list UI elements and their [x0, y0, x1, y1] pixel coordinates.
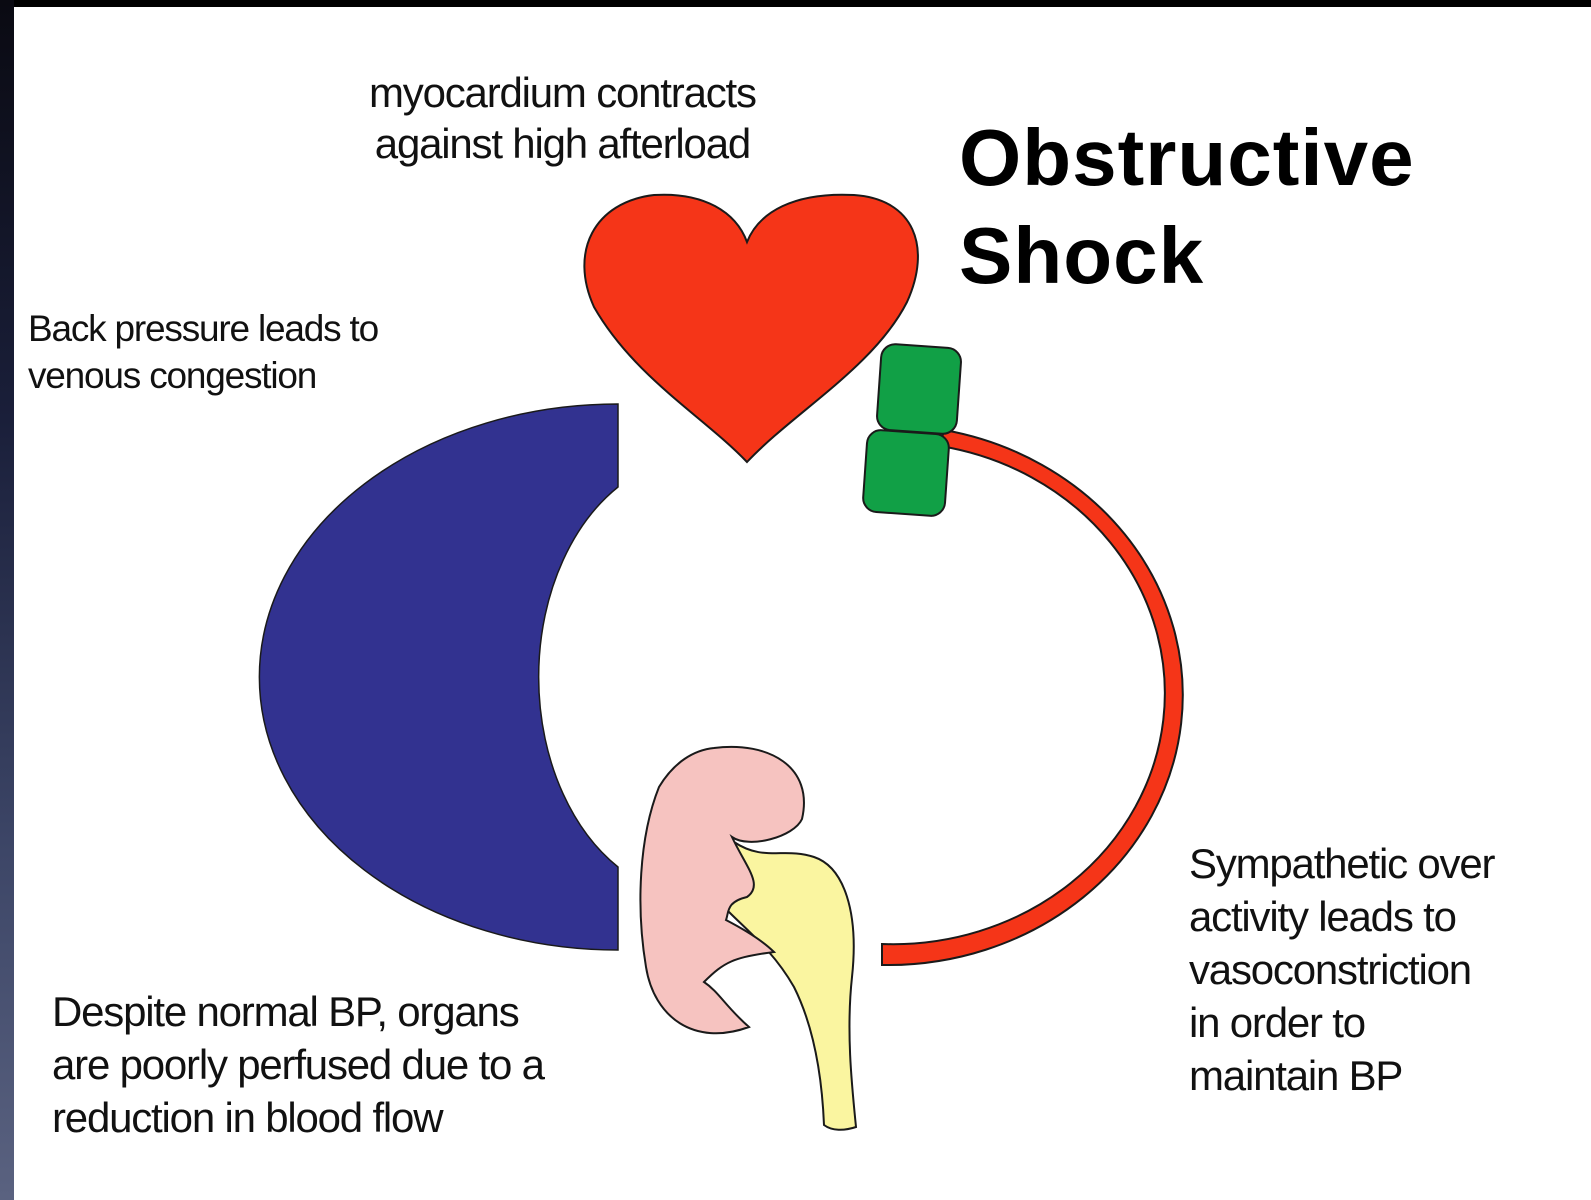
- diagram-title: Obstructive Shock: [959, 109, 1415, 305]
- heart-shape: [584, 195, 918, 462]
- label-myocardium: myocardium contracts against high afterl…: [369, 67, 756, 169]
- label-back-pressure: Back pressure leads to venous congestion: [28, 305, 378, 399]
- obstruction-block-top: [876, 343, 962, 434]
- obstruction-block-bottom: [862, 429, 950, 517]
- label-sympathetic: Sympathetic over activity leads to vasoc…: [1189, 837, 1494, 1102]
- label-despite-normal-bp: Despite normal BP, organs are poorly per…: [52, 985, 544, 1144]
- vein-arc: [259, 404, 618, 950]
- window-edge: [0, 0, 14, 1200]
- obstruction-clamp: [862, 343, 962, 516]
- slide: Obstructive Shock myocardium contracts a…: [14, 7, 1591, 1200]
